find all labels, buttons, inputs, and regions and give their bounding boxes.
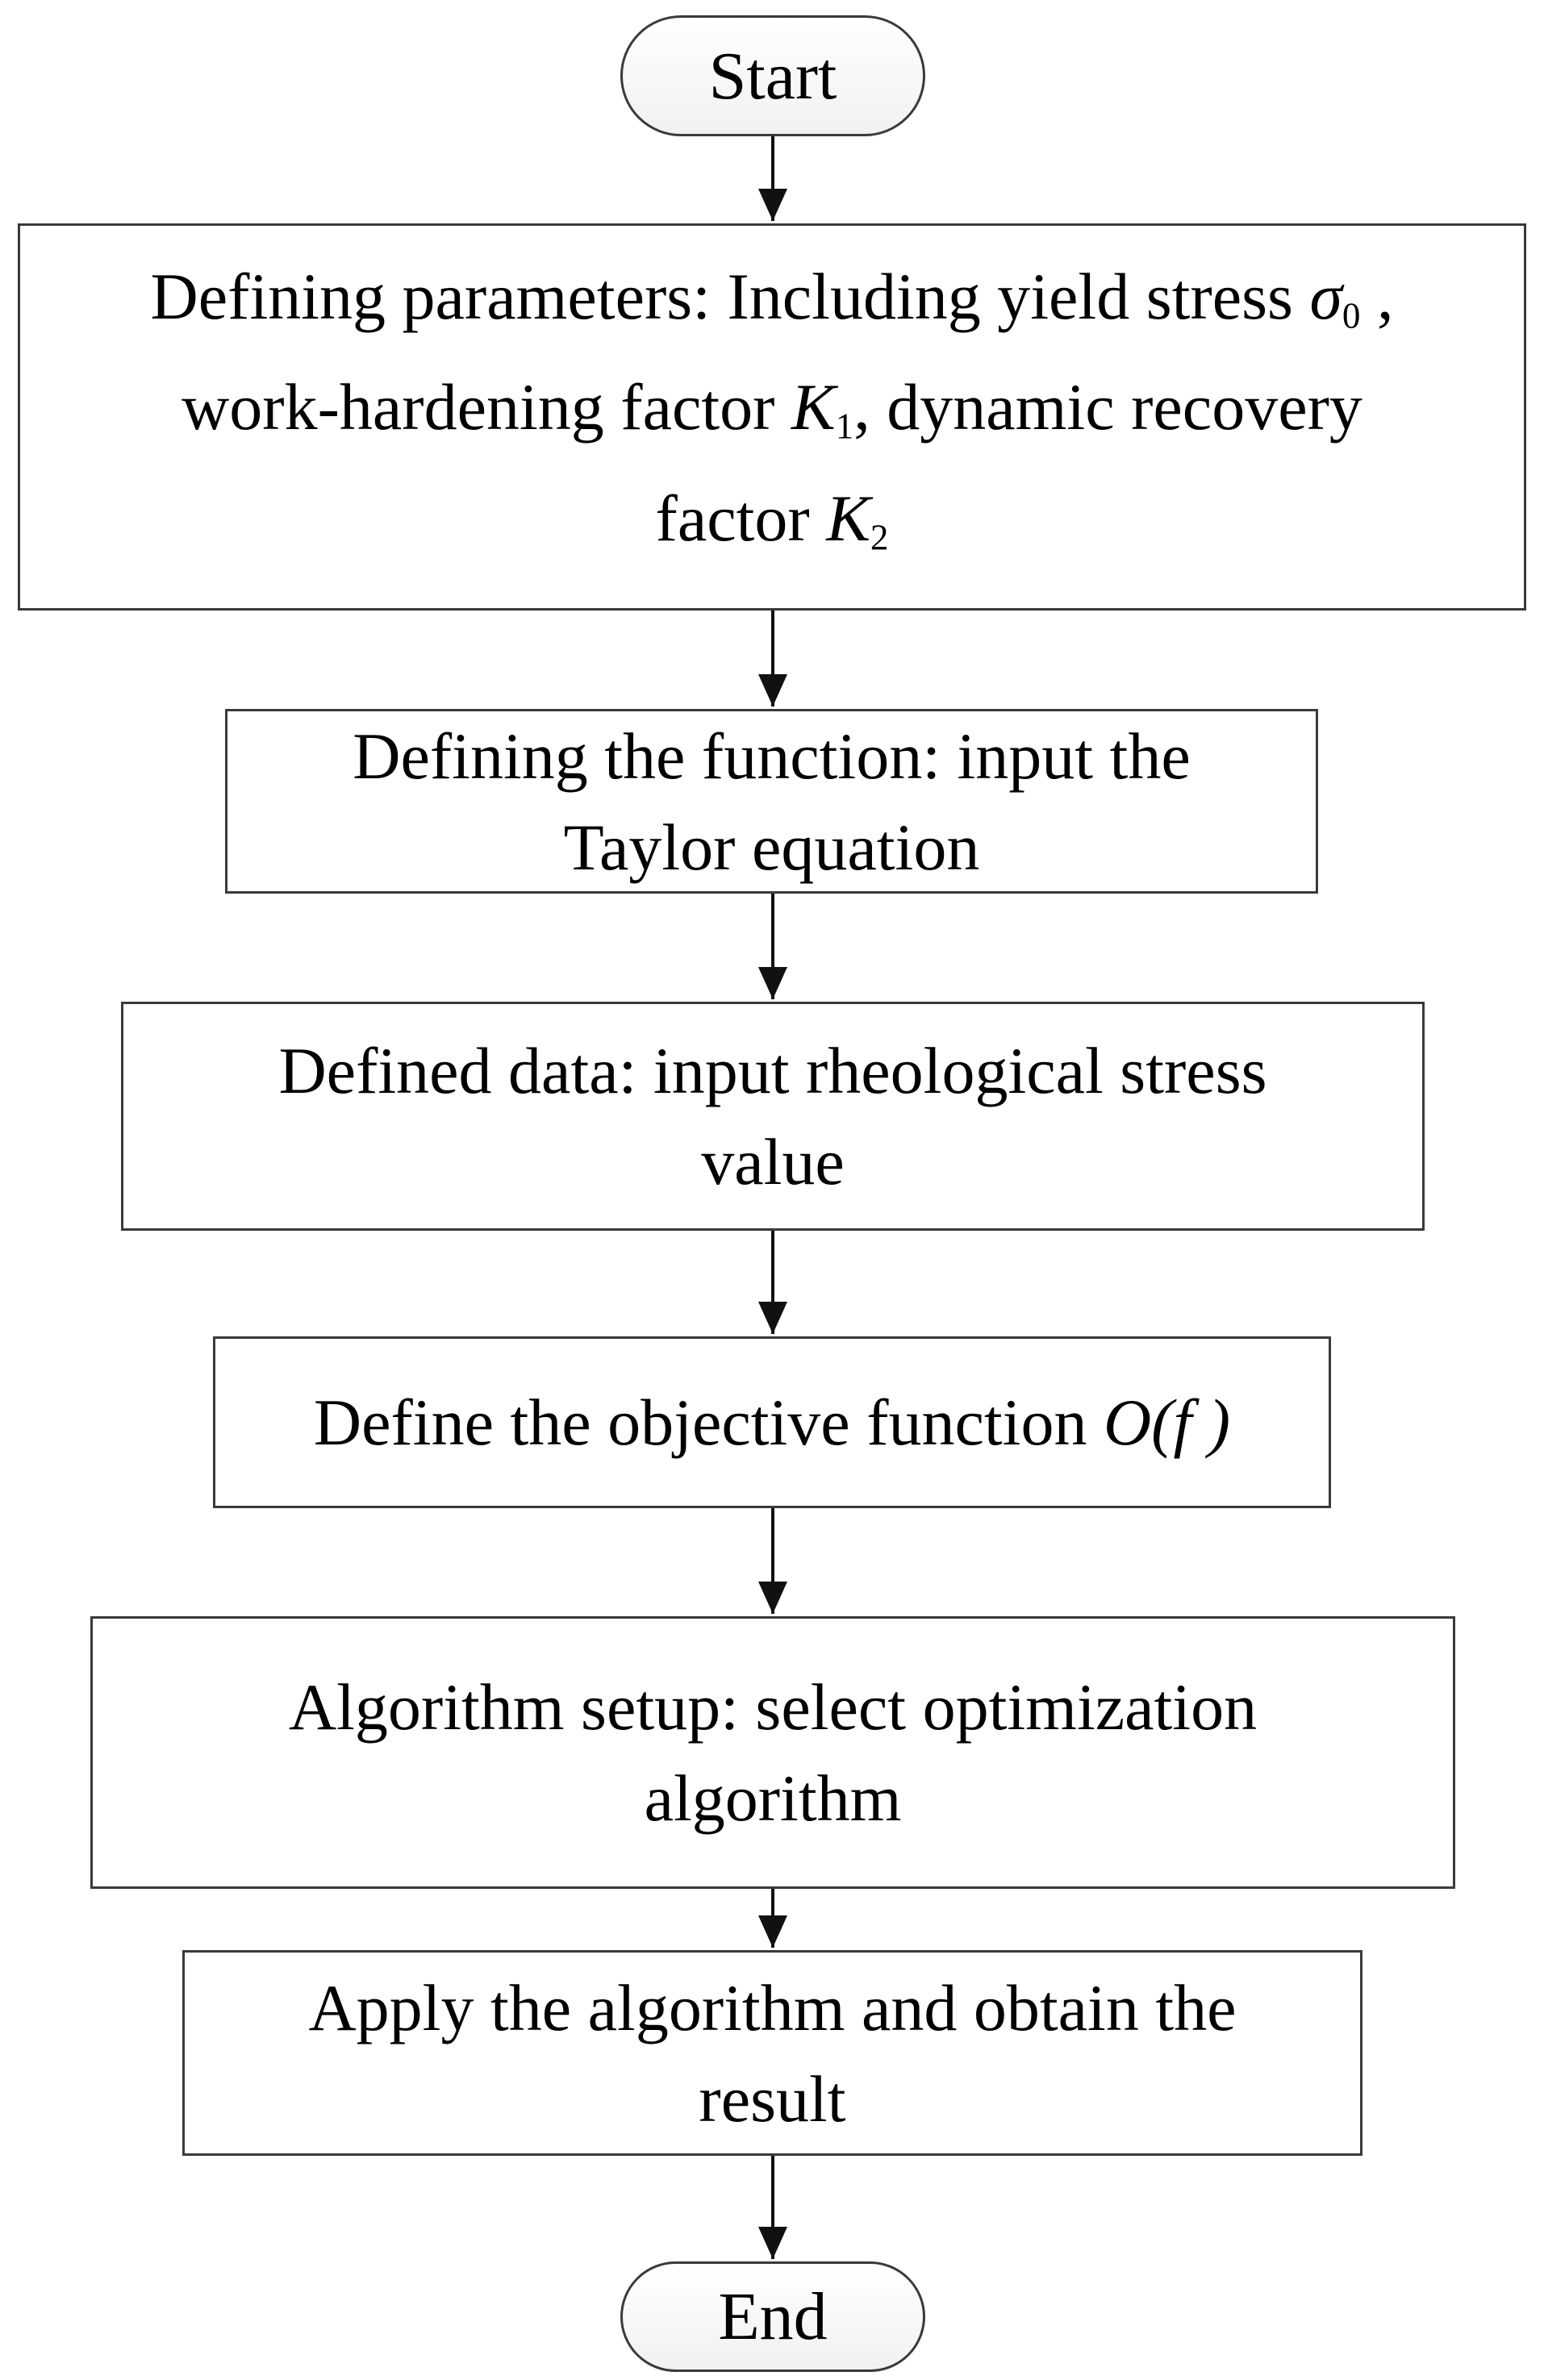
arrowhead-6 [758,1915,787,1948]
step6-line1: Apply the algorithm and obtain the [308,1970,1237,2044]
step1-line2: work-hardening factor K1, dynamic recove… [182,370,1362,447]
arrowhead-3 [758,967,787,999]
step-define-parameters: Defining parameters: Including yield str… [18,223,1526,611]
step-define-function: Defining the function: input the Taylor … [225,709,1318,894]
step4-line1: Define the objective function O(f ) [313,1386,1231,1459]
step2-line1: Defining the function: input the [353,719,1191,793]
dynamic-recovery-symbol: K2 [826,481,889,557]
arrowhead-7 [758,2227,787,2259]
step2-line2: Taylor equation [563,810,980,884]
step3-line1: Defined data: input rheological stress [278,1034,1267,1107]
step1-line3: factor K2 [655,481,889,557]
step-algorithm-setup: Algorithm setup: select optimization alg… [90,1616,1455,1889]
arrowhead-2 [758,674,787,706]
start-node: Start [620,15,925,136]
objective-function-symbol: O(f ) [1103,1386,1231,1459]
step6-line2: result [699,2061,846,2136]
arrowhead-1 [758,189,787,221]
arrowhead-5 [758,1582,787,1614]
end-node: End [620,2261,925,2372]
arrowhead-4 [758,1302,787,1334]
step-apply-algorithm: Apply the algorithm and obtain the resul… [182,1950,1362,2156]
yield-stress-symbol: σ0 [1309,260,1361,336]
step1-line1: Defining parameters: Including yield str… [150,260,1394,336]
start-label: Start [708,38,837,114]
work-hardening-symbol: K1 [791,370,854,447]
step-define-data: Defined data: input rheological stress v… [121,1002,1425,1231]
end-label: End [718,2279,828,2354]
step5-line2: algorithm [644,1761,902,1835]
step5-line1: Algorithm setup: select optimization [288,1670,1258,1744]
step-objective-function: Define the objective function O(f ) [213,1336,1331,1508]
step3-line2: value [701,1125,845,1198]
